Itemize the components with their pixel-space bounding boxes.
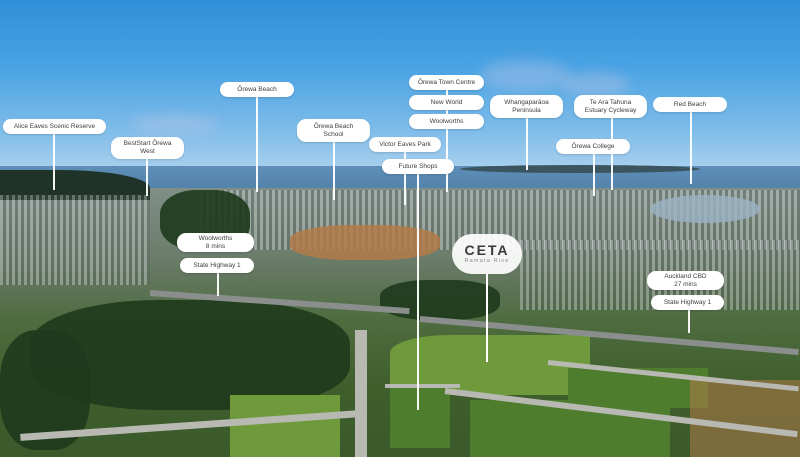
poi-label-whangaparaoa[interactable]: Whangaparāoa Peninsula xyxy=(490,95,563,118)
hill xyxy=(0,170,150,200)
poi-label-alice-eaves[interactable]: Alice Eaves Scenic Reserve xyxy=(3,119,106,134)
poi-label-red-beach[interactable]: Red Beach xyxy=(653,97,727,112)
cloud xyxy=(560,72,630,97)
pin-line-te-ara-tahuna xyxy=(611,118,613,190)
road xyxy=(385,384,460,388)
peninsula xyxy=(460,165,700,173)
pin-line-victor-eaves-park xyxy=(404,152,406,205)
poi-label-beststart[interactable]: BestStart Ōrewa West xyxy=(111,137,184,159)
poi-label-orewa-beach-school[interactable]: Ōrewa Beach School xyxy=(297,119,370,142)
pin-line-orewa-college xyxy=(593,154,595,196)
field xyxy=(230,395,340,457)
poi-label-state-highway-1-left[interactable]: State Highway 1 xyxy=(180,258,254,273)
pin-line-whangaparaoa xyxy=(526,118,528,170)
road xyxy=(355,330,367,457)
development-tagline: Ramata Rise xyxy=(464,258,510,264)
pin-line-future-shops xyxy=(417,174,419,410)
poi-label-state-highway-1-right[interactable]: State Highway 1 xyxy=(651,295,724,310)
development-marker[interactable]: CETA Ramata Rise xyxy=(452,234,522,274)
pin-line-orewa-beach-school xyxy=(333,142,335,200)
pin-line-red-beach xyxy=(690,112,692,184)
development-pin-line xyxy=(486,274,488,362)
pin-line-alice-eaves xyxy=(53,134,55,190)
poi-label-new-world[interactable]: New World xyxy=(409,95,484,110)
poi-label-orewa-college[interactable]: Ōrewa College xyxy=(556,139,630,154)
pin-line-orewa-beach xyxy=(256,97,258,192)
poi-label-te-ara-tahuna[interactable]: Te Ara Tahuna Estuary Cycleway xyxy=(574,95,647,118)
earthworks xyxy=(690,380,800,457)
field xyxy=(390,388,450,448)
poi-label-woolworths-drive[interactable]: Woolworths 8 mins xyxy=(177,233,254,252)
pin-line-orewa-town-centre xyxy=(446,90,448,192)
estuary xyxy=(650,195,760,223)
poi-label-victor-eaves-park[interactable]: Victor Eaves Park xyxy=(369,137,441,152)
poi-label-woolworths[interactable]: Woolworths xyxy=(409,114,484,129)
poi-label-orewa-beach[interactable]: Ōrewa Beach xyxy=(220,82,294,97)
forest xyxy=(380,280,500,320)
pin-line-beststart xyxy=(146,159,148,196)
earthworks xyxy=(290,225,440,260)
cloud xyxy=(480,60,570,90)
poi-label-orewa-town-centre[interactable]: Ōrewa Town Centre xyxy=(409,75,484,90)
pin-line-state-highway-1-right xyxy=(688,310,690,333)
development-brand: CETA xyxy=(464,242,510,258)
suburb-left xyxy=(0,195,150,285)
pin-line-state-highway-1-left xyxy=(217,273,219,296)
cloud xyxy=(130,115,220,133)
field xyxy=(470,400,670,457)
poi-label-auckland-cbd[interactable]: Auckland CBD 27 mins xyxy=(647,271,724,290)
poi-label-future-shops[interactable]: Future Shops xyxy=(382,159,454,174)
